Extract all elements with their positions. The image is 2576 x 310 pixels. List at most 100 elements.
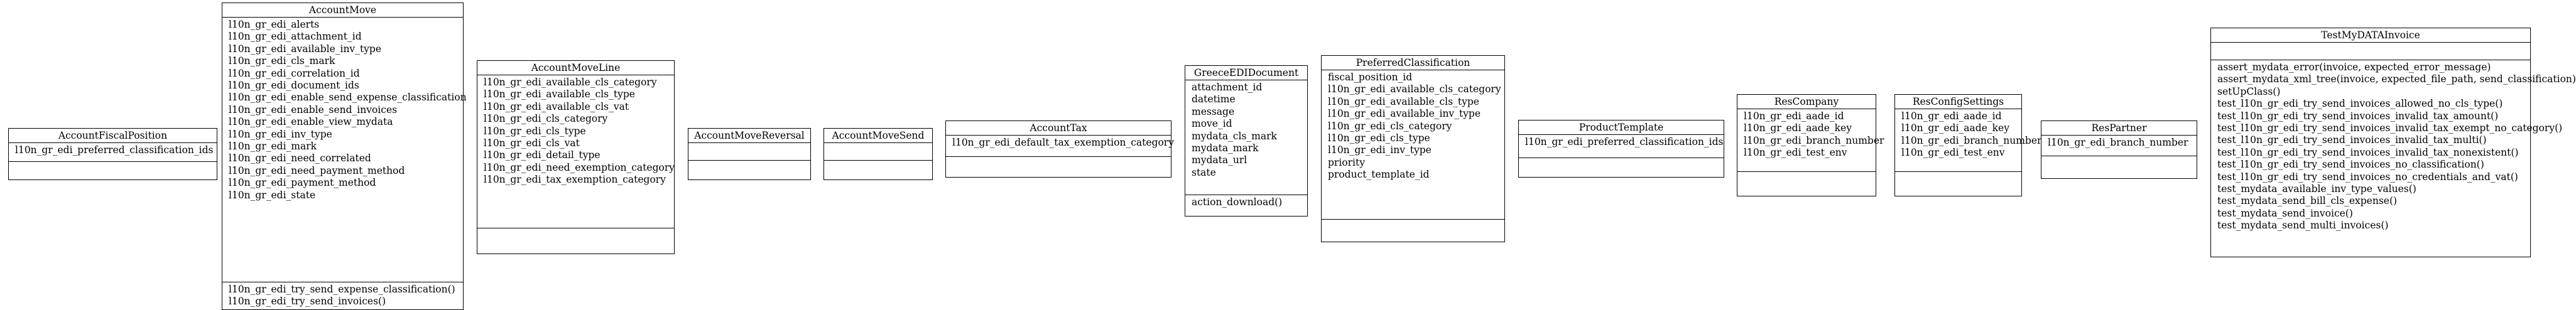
attribute: l10n_gr_edi_preferred_classification_ids <box>15 144 214 156</box>
attribute: l10n_gr_edi_need_correlated <box>229 152 371 164</box>
attribute: state <box>1192 166 1216 178</box>
class-name: GreeceEDIDocument <box>1185 66 1307 80</box>
attributes-compartment <box>688 143 810 161</box>
attribute: l10n_gr_edi_inv_type <box>229 128 332 140</box>
method: test_mydata_send_multi_invoices() <box>2217 220 2389 232</box>
attribute: l10n_gr_edi_available_inv_type <box>229 43 382 55</box>
attribute: l10n_gr_edi_aade_id <box>1901 110 2002 122</box>
methods-compartment: assert_mydata_error(invoice, expected_er… <box>2211 60 2576 257</box>
attribute: l10n_gr_edi_default_tax_exemption_catego… <box>952 137 1174 148</box>
class-box-account-move-send: AccountMoveSend <box>823 128 933 180</box>
class-name: ResPartner <box>2041 121 2197 136</box>
method: setUpClass() <box>2217 85 2281 97</box>
attribute: l10n_gr_edi_mark <box>229 141 317 152</box>
attribute: l10n_gr_edi_enable_send_invoices <box>229 104 398 115</box>
attribute: l10n_gr_edi_branch_number <box>1744 134 1884 146</box>
class-name: AccountTax <box>946 121 1171 136</box>
attribute: mydata_url <box>1192 154 1247 166</box>
attribute: attachment_id <box>1192 82 1263 93</box>
class-name: AccountFiscalPosition <box>9 129 217 143</box>
attribute: l10n_gr_edi_cls_category <box>1328 120 1452 132</box>
attribute: l10n_gr_edi_document_ids <box>229 80 359 92</box>
method: assert_mydata_xml_tree(invoice, expected… <box>2217 73 2576 85</box>
attribute: l10n_gr_edi_aade_key <box>1744 122 1852 134</box>
attribute: l10n_gr_edi_detail_type <box>484 149 601 161</box>
attribute: l10n_gr_edi_aade_key <box>1901 122 2009 134</box>
attribute: l10n_gr_edi_cls_mark <box>229 55 335 67</box>
methods-compartment <box>946 157 1171 177</box>
attribute: l10n_gr_edi_cls_type <box>484 125 586 137</box>
attribute: l10n_gr_edi_available_cls_type <box>1328 95 1479 107</box>
attribute: mydata_mark <box>1192 142 1259 154</box>
attributes-compartment: l10n_gr_edi_preferred_classification_ids <box>9 143 217 162</box>
methods-compartment <box>2041 156 2197 178</box>
attribute: l10n_gr_edi_payment_method <box>229 177 376 189</box>
attribute: mydata_cls_mark <box>1192 130 1277 142</box>
class-name: AccountMoveSend <box>824 129 932 143</box>
class-box-account-move-reversal: AccountMoveReversal <box>688 128 811 180</box>
attribute: l10n_gr_edi_cls_category <box>484 113 608 125</box>
method: test_l10n_gr_edi_try_send_invoices_inval… <box>2217 134 2487 146</box>
methods-compartment <box>1737 172 1876 196</box>
attributes-compartment <box>824 143 932 161</box>
attribute: l10n_gr_edi_branch_number <box>1901 134 2042 146</box>
class-name: ResConfigSettings <box>1895 95 2021 109</box>
method: action_download() <box>1192 196 1283 208</box>
attribute: l10n_gr_edi_alerts <box>229 19 320 30</box>
attributes-compartment <box>2211 43 2530 60</box>
attribute: l10n_gr_edi_correlation_id <box>229 67 360 79</box>
method: l10n_gr_edi_try_send_expense_classificat… <box>229 284 455 295</box>
methods-compartment <box>1895 172 2021 196</box>
method: test_l10n_gr_edi_try_send_invoices_inval… <box>2217 122 2563 134</box>
attributes-compartment: l10n_gr_edi_branch_number <box>2041 136 2197 156</box>
methods-compartment <box>9 162 217 179</box>
attribute: l10n_gr_edi_test_env <box>1901 147 2005 159</box>
class-box-account-move-line: AccountMoveLine l10n_gr_edi_available_cls… <box>477 60 675 254</box>
class-name: AccountMoveLine <box>477 61 674 75</box>
attribute: l10n_gr_edi_aade_id <box>1744 110 1844 122</box>
attribute: l10n_gr_edi_state <box>229 189 316 201</box>
method: test_mydata_available_inv_type_values() <box>2217 183 2416 195</box>
method: test_mydata_send_bill_cls_expense() <box>2217 195 2398 207</box>
attribute: l10n_gr_edi_available_cls_category <box>1328 83 1501 95</box>
attribute: l10n_gr_edi_available_cls_vat <box>484 100 629 112</box>
attribute: l10n_gr_edi_attachment_id <box>229 31 362 43</box>
methods-compartment <box>477 228 674 254</box>
attribute: fiscal_position_id <box>1328 72 1413 83</box>
attribute: priority <box>1328 156 1365 168</box>
class-name: AccountMove <box>222 3 463 18</box>
attribute: l10n_gr_edi_enable_view_mydata <box>229 116 393 128</box>
attribute: l10n_gr_edi_test_env <box>1744 147 1847 159</box>
attribute: l10n_gr_edi_inv_type <box>1328 144 1432 156</box>
class-name: ProductTemplate <box>1519 120 1724 135</box>
attribute: l10n_gr_edi_cls_type <box>1328 132 1430 144</box>
attribute: l10n_gr_edi_available_inv_type <box>1328 108 1481 120</box>
attribute: datetime <box>1192 94 1236 105</box>
methods-compartment: action_download() <box>1185 195 1307 216</box>
class-name: PreferredClassification <box>1322 56 1504 70</box>
method: test_l10n_gr_edi_try_send_invoices_inval… <box>2217 110 2499 122</box>
methods-compartment <box>1322 220 1504 242</box>
methods-compartment <box>688 161 810 179</box>
method: test_l10n_gr_edi_try_send_invoices_no_cr… <box>2217 171 2518 183</box>
methods-compartment <box>824 161 932 179</box>
attributes-compartment: l10n_gr_edi_preferred_classification_ids <box>1519 135 1724 158</box>
attribute: l10n_gr_edi_available_cls_type <box>484 88 635 100</box>
method: test_l10n_gr_edi_try_send_invoices_allow… <box>2217 98 2503 110</box>
method: test_l10n_gr_edi_try_send_invoices_no_cl… <box>2217 159 2484 171</box>
methods-compartment <box>1519 158 1724 177</box>
attribute: l10n_gr_edi_cls_vat <box>484 137 580 149</box>
